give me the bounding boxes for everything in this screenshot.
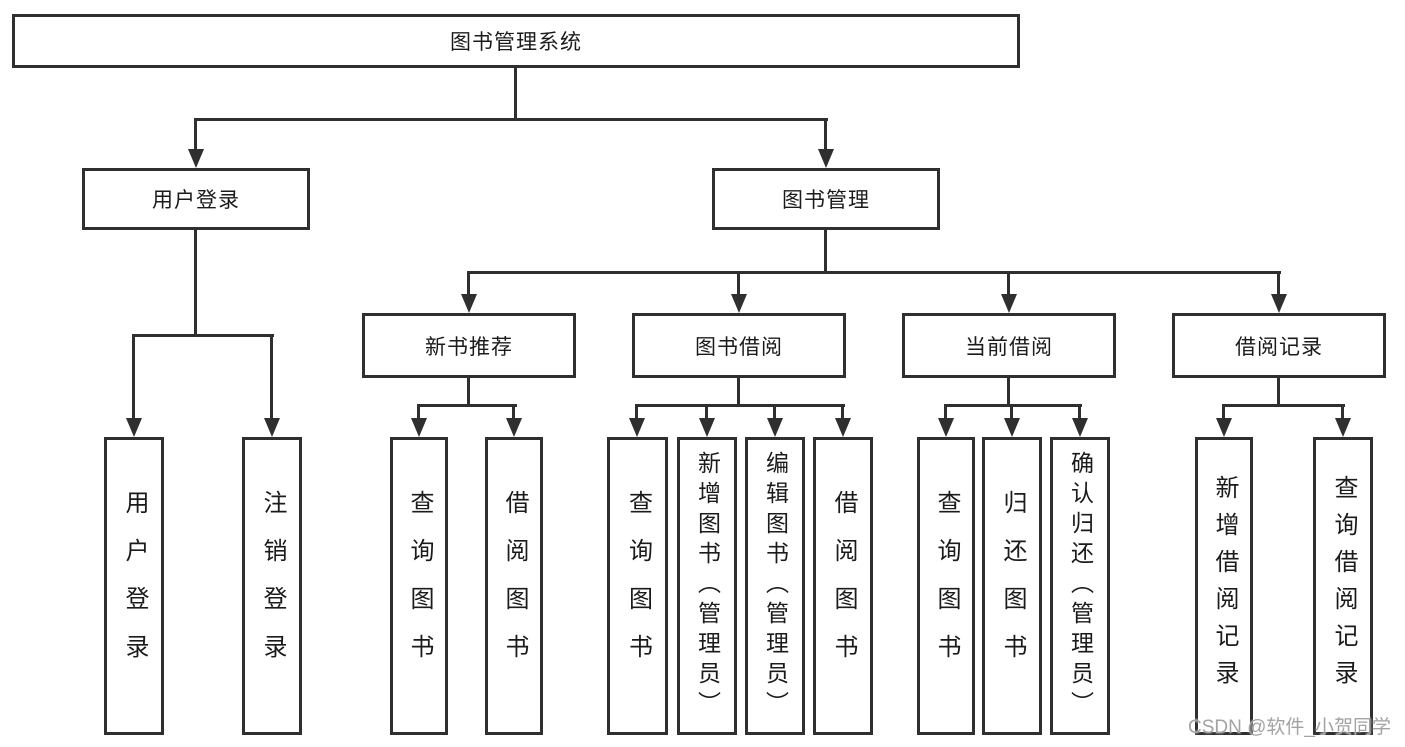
node-user-login: 用户登录 (82, 168, 310, 230)
connector-line (824, 230, 827, 274)
arrowhead (1271, 294, 1287, 313)
connector-line (1222, 404, 1225, 420)
leaf-label: 注销登录 (259, 490, 286, 682)
node-label: 图书管理系统 (450, 31, 582, 54)
connector-line (194, 230, 197, 337)
connector-line (1277, 378, 1280, 407)
connector-line (944, 404, 947, 420)
connector-line (467, 271, 1281, 274)
leaf-label: 查询图书 (624, 490, 652, 682)
node-current-borrowing: 当前借阅 (902, 313, 1116, 378)
connector-line (773, 404, 776, 420)
connector-line (467, 271, 470, 296)
leaf-label: 查询图书 (406, 490, 433, 682)
connector-line (132, 334, 135, 420)
node-label: 新书推荐 (425, 335, 513, 359)
arrowhead (411, 418, 427, 437)
leaf-query-borrow-record: 查询借阅记录 (1313, 437, 1373, 735)
arrowhead (506, 418, 522, 437)
csdn-watermark: CSDN @软件_小贺同学 (1188, 717, 1391, 738)
leaf-add-books-admin: 新增图书（管理员） (677, 437, 737, 735)
node-book-borrowing: 图书借阅 (632, 313, 846, 378)
arrowhead (629, 418, 645, 437)
arrowhead (1004, 418, 1020, 437)
connector-line (194, 118, 197, 151)
arrowhead (1072, 418, 1088, 437)
arrowhead (938, 418, 954, 437)
connector-line (1341, 404, 1344, 420)
arrowhead (188, 149, 204, 168)
connector-line (270, 334, 273, 420)
node-label: 图书管理 (782, 189, 870, 212)
connector-line (1007, 378, 1010, 407)
connector-line (635, 404, 845, 407)
connector-line (417, 404, 420, 420)
node-label: 图书借阅 (695, 335, 783, 359)
leaf-label: 借阅图书 (830, 490, 857, 682)
arrowhead (1216, 418, 1232, 437)
connector-line (417, 404, 517, 407)
leaf-label: 确认归还（管理员） (1067, 451, 1094, 721)
leaf-edit-books-admin: 编辑图书（管理员） (745, 437, 805, 735)
connector-line (512, 404, 515, 420)
leaf-query-books-borrow: 查询图书 (607, 437, 668, 735)
arrowhead (461, 294, 477, 313)
connector-line (841, 404, 844, 420)
leaf-label: 编辑图书（管理员） (762, 451, 789, 721)
arrowhead (835, 418, 851, 437)
leaf-label: 查询图书 (933, 490, 960, 682)
connector-line (1010, 404, 1013, 420)
arrowhead (1001, 294, 1017, 313)
connector-line (737, 271, 740, 296)
connector-line (133, 334, 274, 337)
leaf-return-books: 归还图书 (982, 437, 1042, 735)
connector-line (1078, 404, 1081, 420)
arrowhead (818, 149, 834, 168)
leaf-label: 用户登录 (121, 490, 148, 682)
leaf-label: 查询借阅记录 (1330, 475, 1357, 697)
leaf-query-books-current: 查询图书 (917, 437, 975, 735)
arrowhead (699, 418, 715, 437)
arrowhead (126, 418, 142, 437)
leaf-label: 归还图书 (999, 490, 1026, 682)
node-borrowing-records: 借阅记录 (1172, 313, 1386, 378)
node-book-management: 图书管理 (712, 168, 940, 230)
node-label: 借阅记录 (1235, 335, 1323, 359)
connector-line (514, 68, 517, 118)
arrowhead (264, 418, 280, 437)
leaf-label: 借阅图书 (501, 490, 528, 682)
leaf-confirm-return-admin: 确认归还（管理员） (1050, 437, 1110, 735)
leaf-borrow-books: 借阅图书 (813, 437, 873, 735)
node-root: 图书管理系统 (12, 14, 1020, 68)
leaf-label: 新增图书（管理员） (694, 451, 721, 721)
node-new-book-recommend: 新书推荐 (362, 313, 576, 378)
node-label: 用户登录 (152, 189, 240, 212)
connector-line (737, 378, 740, 407)
arrowhead (731, 294, 747, 313)
connector-line (824, 118, 827, 151)
leaf-borrow-books-recommend: 借阅图书 (485, 437, 543, 735)
connector-line (635, 404, 638, 420)
connector-line (195, 118, 828, 121)
leaf-label: 新增借阅记录 (1211, 475, 1238, 697)
node-label: 当前借阅 (965, 335, 1053, 359)
connector-line (1222, 404, 1345, 407)
leaf-logout: 注销登录 (242, 437, 302, 735)
leaf-query-books-recommend: 查询图书 (390, 437, 448, 735)
leaf-add-borrow-record: 新增借阅记录 (1195, 437, 1253, 735)
connector-line (1007, 271, 1010, 296)
connector-line (944, 404, 1082, 407)
arrowhead (1335, 418, 1351, 437)
connector-line (705, 404, 708, 420)
connector-line (467, 378, 470, 407)
connector-line (1277, 271, 1280, 296)
leaf-user-login: 用户登录 (104, 437, 164, 735)
arrowhead (767, 418, 783, 437)
